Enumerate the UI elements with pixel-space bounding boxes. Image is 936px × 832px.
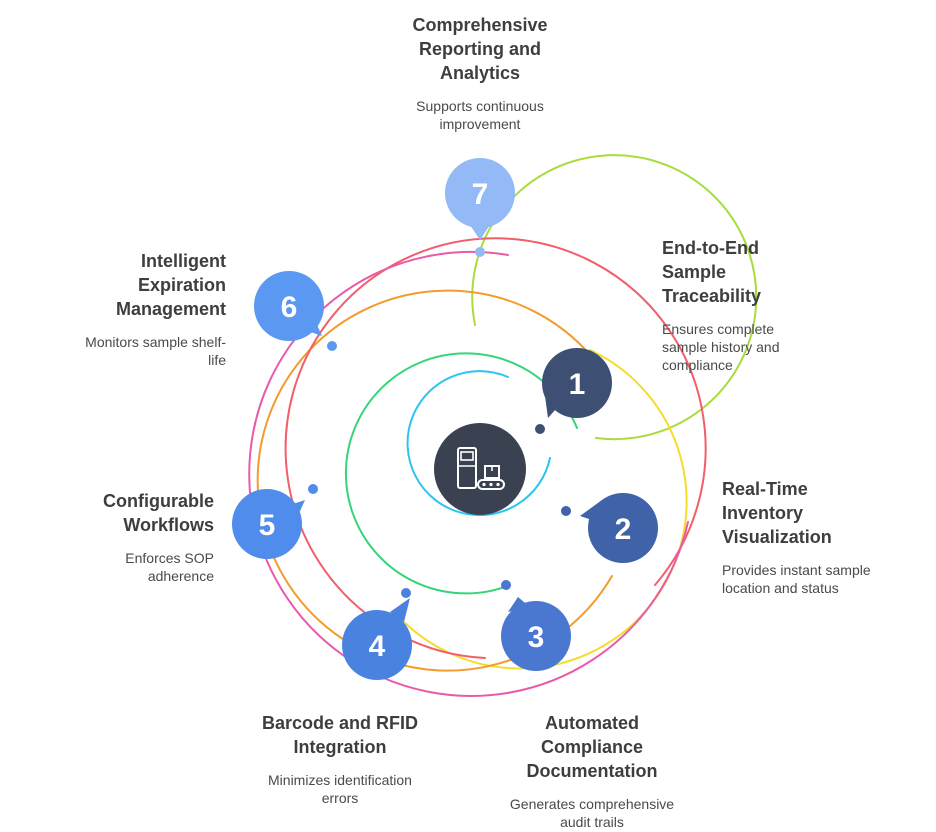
step-4-marker: 4 xyxy=(342,588,412,680)
step-2-marker: 2 xyxy=(561,493,658,563)
step-5-marker: 5 xyxy=(232,484,318,559)
step-1-label: End-to-End Sample Traceability Ensures c… xyxy=(662,236,842,374)
step-7-title: Comprehensive Reporting and Analytics xyxy=(412,15,548,83)
ring-1 xyxy=(406,370,551,517)
step-4-description: Minimizes identification errors xyxy=(268,772,412,806)
step-2-number: 2 xyxy=(615,513,632,546)
step-2-label: Real-Time Inventory Visualization Provid… xyxy=(722,477,922,597)
step-5-label: Configurable Workflows Enforces SOP adhe… xyxy=(34,489,214,585)
step-3-description: Generates comprehensive audit trails xyxy=(509,796,675,830)
step-4-label: Barcode and RFID Integration Minimizes i… xyxy=(240,711,440,807)
step-2-title: Real-Time Inventory Visualization xyxy=(722,479,832,547)
step-6-marker: 6 xyxy=(254,271,337,351)
sample-management-icon xyxy=(434,423,526,515)
step-6-number: 6 xyxy=(281,291,298,324)
step-6-description: Monitors sample shelf- life xyxy=(85,334,226,368)
step-3-label: Automated Compliance Documentation Gener… xyxy=(492,711,692,831)
step-5-description: Enforces SOP adherence xyxy=(125,550,214,584)
step-3-number: 3 xyxy=(528,621,545,654)
step-6-title: Intelligent Expiration Management xyxy=(115,251,226,319)
step-5-title: Configurable Workflows xyxy=(103,491,214,535)
step-4-title: Barcode and RFID Integration xyxy=(261,713,419,757)
step-7-number: 7 xyxy=(472,178,489,211)
step-7-label: Comprehensive Reporting and Analytics Su… xyxy=(380,13,580,133)
step-4-number: 4 xyxy=(369,630,386,663)
step-3-marker: 3 xyxy=(501,580,571,671)
step-1-number: 1 xyxy=(569,368,586,401)
step-7-description: Supports continuous improvement xyxy=(416,98,544,132)
step-1-description: Ensures complete sample history and comp… xyxy=(662,321,780,373)
step-3-title: Automated Compliance Documentation xyxy=(526,713,658,781)
ring-2 xyxy=(344,352,578,595)
step-6-label: Intelligent Expiration Management Monito… xyxy=(46,249,226,369)
ring-6 xyxy=(284,237,707,659)
step-7-marker: 7 xyxy=(445,158,515,257)
step-2-description: Provides instant sample location and sta… xyxy=(722,562,871,596)
step-1-marker: 1 xyxy=(535,348,612,434)
step-5-number: 5 xyxy=(259,509,276,542)
step-1-title: End-to-End Sample Traceability xyxy=(662,238,762,306)
ring-7 xyxy=(248,250,689,697)
